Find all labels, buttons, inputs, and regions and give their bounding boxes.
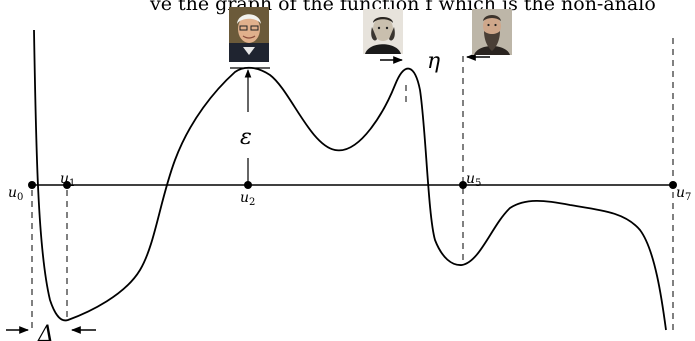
portrait-bearded-man-19th-century (363, 9, 403, 54)
point-u1 (63, 181, 71, 189)
caption-fragment: ve the graph of the function f which is … (149, 0, 656, 15)
function-curve (33, 29, 667, 331)
label-u5: u5 (466, 171, 481, 189)
label-eta: η (427, 49, 440, 74)
point-u5 (459, 181, 467, 189)
portrait-long-bearded-man-19th-century (472, 9, 512, 55)
label-u2: u2 (240, 190, 255, 208)
axis-points (28, 181, 677, 189)
label-epsilon: ε (240, 125, 252, 150)
label-u7: u7 (676, 185, 691, 203)
point-u7 (669, 181, 677, 189)
label-delta: Δ (37, 322, 54, 341)
label-u1: u1 (60, 171, 75, 189)
portrait-white-haired-man (229, 7, 269, 62)
point-u2 (244, 181, 252, 189)
label-u0: u0 (8, 185, 23, 203)
point-u0 (28, 181, 36, 189)
